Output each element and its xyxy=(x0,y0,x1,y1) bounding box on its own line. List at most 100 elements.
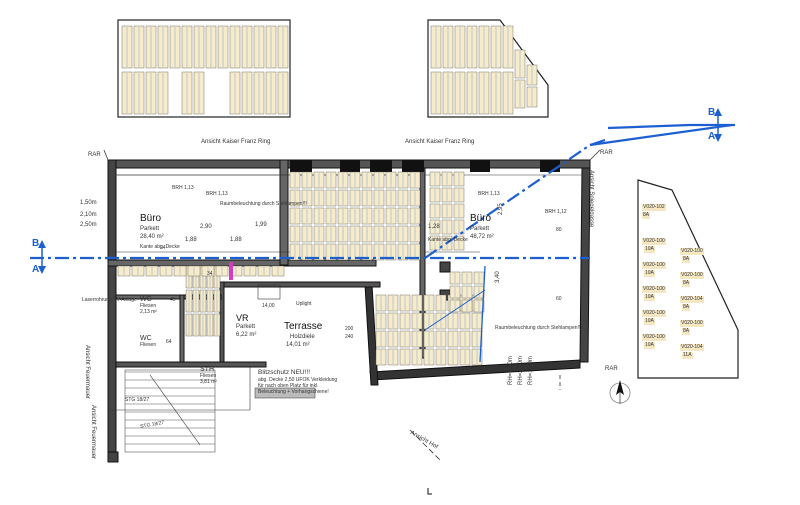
dim-3: 1,88 xyxy=(185,237,197,243)
legend-header-code: V020-102 xyxy=(642,204,666,211)
legend-size: 10A xyxy=(644,318,655,325)
stg-right: STG 18/27 xyxy=(125,397,150,403)
room-sth-area: 3,81 m² xyxy=(200,379,217,385)
room-terrasse-area: 14,01 m² xyxy=(286,342,310,348)
blitzschutz-note: Blitzschutz NEU!!! xyxy=(258,369,311,376)
elevation-label-top-right: Ansicht Kaiser Franz Ring xyxy=(405,139,475,145)
legend-size: 10A xyxy=(644,270,655,277)
height-right-3: RH=1,50m xyxy=(528,356,534,385)
val-80: 80 xyxy=(556,227,562,233)
legend-code: V020-100 xyxy=(680,248,704,255)
val-240: 240 xyxy=(345,334,354,340)
kante-right: Kante abg. Decke xyxy=(428,237,468,243)
legend-size: 8A xyxy=(682,256,691,263)
height-left-3: 2,50m xyxy=(80,222,97,228)
rar-top-right: RAR xyxy=(600,150,613,156)
room-terrasse-floor: Holzdiele xyxy=(290,334,315,340)
building-walls xyxy=(107,159,591,463)
legend-size: 10A xyxy=(644,246,655,253)
room-buero-right-area: 48,72 m² xyxy=(470,234,494,240)
legend-size: 10A xyxy=(644,342,655,349)
room-buero-left-area: 28,40 m² xyxy=(140,234,164,240)
room-buero-right-floor: Parkett xyxy=(470,226,490,232)
height-left-1: 1,50m xyxy=(80,200,97,206)
dim-6: 3,40 xyxy=(495,271,501,283)
brh-1: BRH 1,13 xyxy=(172,185,194,191)
legend-size: 10A xyxy=(644,294,655,301)
brh-2: BRH 1,13 xyxy=(206,191,228,197)
val-200: 200 xyxy=(345,326,354,332)
legend-size: 8A xyxy=(682,328,691,335)
val-24: 24 xyxy=(160,245,166,251)
room-sth-floor: Fliesen xyxy=(200,373,217,379)
room-vr-floor: Parkett xyxy=(236,324,256,330)
legend-code: V020-100 xyxy=(680,320,704,327)
legend-code: V020-100 xyxy=(680,272,704,279)
brh-3: BRH 1,13 xyxy=(478,191,500,197)
elevation-label-right: Ansicht Spiegelgasse xyxy=(588,170,594,228)
val-60: 60 xyxy=(556,296,562,302)
room-buero-right-name: Büro xyxy=(470,213,492,224)
legend-code: V020-100 xyxy=(642,334,666,341)
room-wc2-floor: Fliesen xyxy=(140,342,157,348)
staircase xyxy=(124,369,216,453)
elevation-label-top-left: Ansicht Kaiser Franz Ring xyxy=(201,139,271,145)
val-64: 64 xyxy=(166,339,172,345)
right-legend-panel xyxy=(637,179,739,379)
rar-right: RAR xyxy=(605,366,618,372)
section-marker-left-a: A xyxy=(32,264,40,275)
room-buero-left-floor: Parkett xyxy=(140,226,160,232)
height-right-1: RH=2,50m xyxy=(508,356,514,385)
top-right-module-panel xyxy=(427,19,549,118)
roof-module-array-lower xyxy=(375,271,485,366)
room-wc1-floor: Fliesen xyxy=(140,303,157,309)
section-marker-left-b: B xyxy=(32,238,40,249)
legend-code: V020-100 xyxy=(642,310,666,317)
rar-top-left: RAR xyxy=(88,152,101,158)
legend-size: 8A xyxy=(682,280,691,287)
elevation-label-left-upper: Ansicht Feuermauer xyxy=(90,405,96,460)
height-right-2: RH=2,10m xyxy=(518,356,524,385)
legend-size: 11A xyxy=(682,352,693,359)
elevation-label-left-lower: Ansicht Feuermauer xyxy=(84,345,90,400)
magenta-marker xyxy=(229,262,233,280)
raumbeleuchtung-right: Raumbeleuchtung durch Stehlampen!!! xyxy=(495,325,582,331)
laserrohr-note: Laserrohrung PV-Anlage xyxy=(82,297,137,303)
raumbeleuchtung-left: Raumbeleuchtung durch Stehlampen!!! xyxy=(220,201,307,207)
val-34: 34 xyxy=(207,271,213,277)
top-left-module-panel xyxy=(117,19,291,118)
brh-4: BRH 1,12 xyxy=(545,209,567,215)
legend-size: 8A xyxy=(682,304,691,311)
dim-1: 2,90 xyxy=(200,224,212,230)
height-left-2: 2,10m xyxy=(80,212,97,218)
room-vr-area: 6,22 m² xyxy=(236,332,257,338)
dim-7: 1,28 xyxy=(428,224,440,230)
legend-code: V020-104 xyxy=(680,344,704,351)
section-marker-right-b: B xyxy=(708,107,716,118)
val-49: 49 xyxy=(170,297,176,303)
kante-left: Kante abg. Decke xyxy=(140,244,180,250)
dim-2: 1,99 xyxy=(255,222,267,228)
legend-code: V020-100 xyxy=(642,262,666,269)
room-wc1-area: 2,13 m² xyxy=(140,309,157,315)
room-sth-name: STH xyxy=(200,366,214,373)
dim-5: 2,95 xyxy=(498,203,504,215)
legend-code: V020-100 xyxy=(642,286,666,293)
room-wc1-name: WC xyxy=(140,296,152,303)
room-buero-left-name: Büro xyxy=(140,213,162,224)
window-notches xyxy=(290,160,560,172)
section-line xyxy=(30,110,735,363)
roof-module-array-left xyxy=(117,265,285,337)
roof-module-array-center xyxy=(289,171,421,261)
dim-4: 1,88 xyxy=(230,237,242,243)
decke-note: abg. Decke 2,50 UFOK Verkleidung für nac… xyxy=(258,377,338,395)
legend-header-size: 8A xyxy=(642,212,651,219)
room-wc2-name: WC xyxy=(140,335,152,342)
north-arrow-icon xyxy=(609,380,631,404)
room-terrasse-name: Terrasse xyxy=(284,321,323,332)
section-marker-right-a: A xyxy=(708,131,716,142)
depth-14: 14,00 xyxy=(262,303,275,309)
legend-code: V020-100 xyxy=(642,238,666,245)
